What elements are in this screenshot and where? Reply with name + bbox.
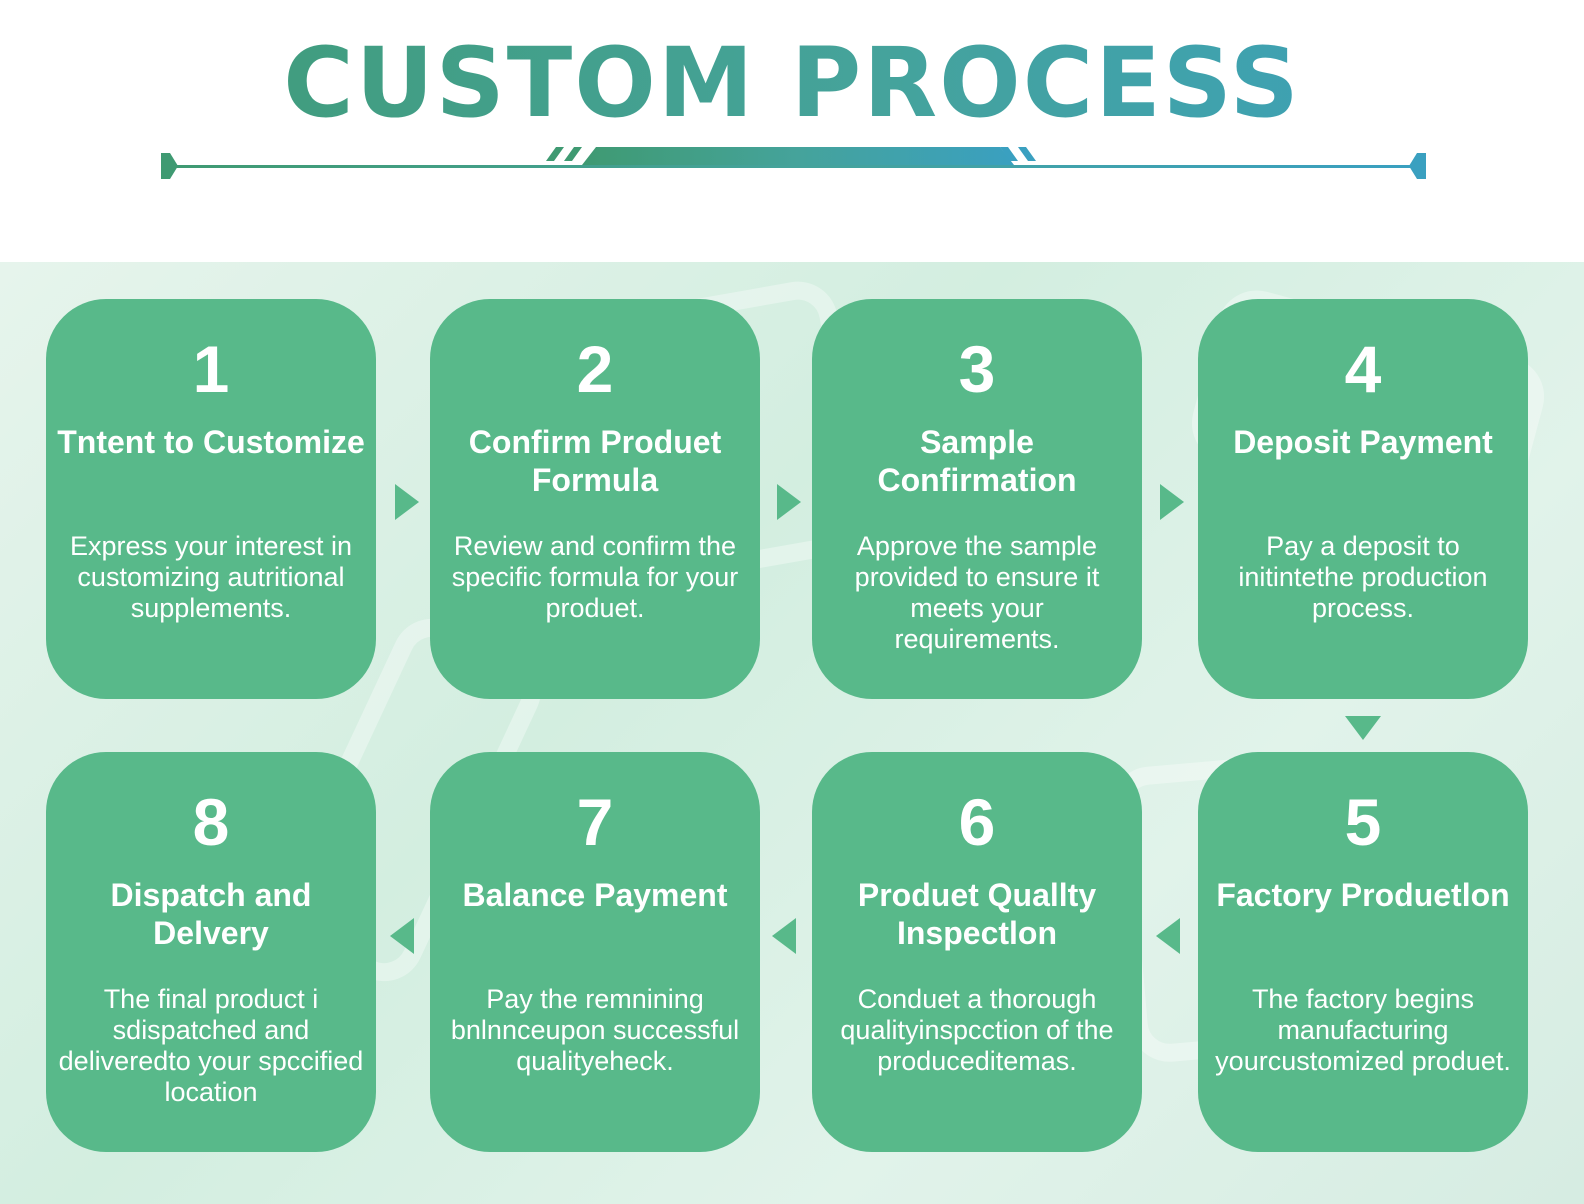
arrow-right-icon xyxy=(777,484,801,520)
step-title: Factory Produetlon xyxy=(1216,877,1510,913)
arrow-down-icon xyxy=(1345,716,1381,740)
step-number: 8 xyxy=(192,785,230,859)
step-description: Pay a deposit to initintethe production … xyxy=(1238,531,1488,623)
step-description: Express your interest in customizing aut… xyxy=(69,531,353,623)
step-card-4: 4 Deposit Payment Pay a deposit to initi… xyxy=(1198,299,1528,699)
step-card-1: 1 Tntent to Customize Express your inter… xyxy=(46,299,376,699)
step-number: 5 xyxy=(1344,785,1382,859)
step-number: 3 xyxy=(958,332,996,406)
arrow-left-icon xyxy=(772,918,796,954)
step-card-2: 2 Confirm Produet Formula Review and con… xyxy=(430,299,760,699)
page-title: CUSTOM PROCESS xyxy=(0,28,1584,138)
title-divider xyxy=(161,147,1426,179)
step-title: Balance Payment xyxy=(462,877,728,913)
step-card-8: 8 Dispatch and Delvery The final product… xyxy=(46,752,376,1152)
arrow-left-icon xyxy=(1156,918,1180,954)
step-description: Conduet a thorough qualityinspcction of … xyxy=(840,984,1114,1076)
step-title: Deposit Payment xyxy=(1233,424,1493,460)
step-description: Review and confirm the specific formula … xyxy=(451,531,739,623)
step-card-7: 7 Balance Payment Pay the remnining bnln… xyxy=(430,752,760,1152)
step-number: 7 xyxy=(576,785,614,859)
step-card-6: 6 Produet Quallty Inspectlon Conduet a t… xyxy=(812,752,1142,1152)
step-card-3: 3 Sample Confirmation Approve the sample… xyxy=(812,299,1142,699)
arrow-left-icon xyxy=(390,918,414,954)
step-description: Approve the sample provided to ensure it… xyxy=(854,531,1100,654)
step-number: 2 xyxy=(576,332,614,406)
step-number: 4 xyxy=(1344,332,1382,406)
step-title: Dispatch and Delvery xyxy=(110,877,312,951)
step-title: Sample Confirmation xyxy=(877,424,1077,498)
step-description: The final product i sdispatched and deli… xyxy=(58,984,364,1107)
step-number: 6 xyxy=(958,785,996,859)
step-title: Produet Quallty Inspectlon xyxy=(857,877,1097,951)
step-number: 1 xyxy=(192,332,230,406)
step-description: Pay the remnining bnlnnceupon successful… xyxy=(450,984,740,1076)
arrow-right-icon xyxy=(1160,484,1184,520)
step-title: Confirm Produet Formula xyxy=(468,424,722,498)
arrow-right-icon xyxy=(395,484,419,520)
step-title: Tntent to Customize xyxy=(57,424,365,460)
step-card-5: 5 Factory Produetlon The factory begins … xyxy=(1198,752,1528,1152)
step-description: The factory begins manufacturing yourcus… xyxy=(1215,984,1511,1076)
header: CUSTOM PROCESS xyxy=(0,0,1584,262)
